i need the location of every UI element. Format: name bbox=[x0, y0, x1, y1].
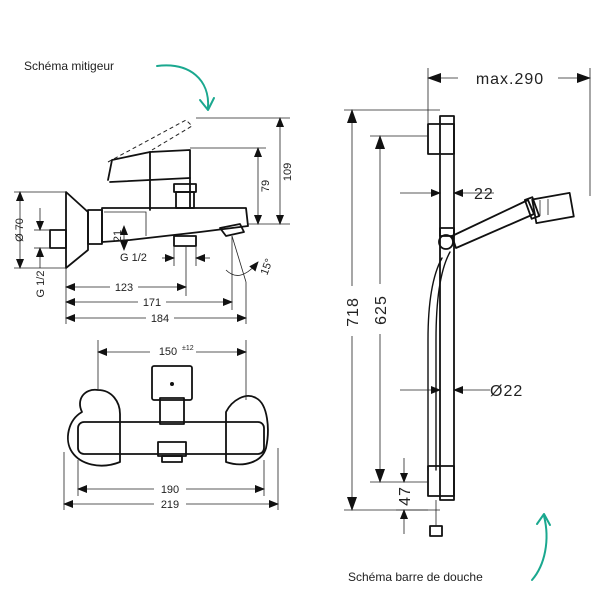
dim-123: 123 bbox=[115, 282, 133, 294]
dim-171: 171 bbox=[143, 297, 161, 309]
dim-g12-left: G 1/2 bbox=[35, 271, 47, 298]
dim-15deg: 15° bbox=[259, 257, 276, 277]
teal-arrow-icon bbox=[156, 64, 215, 111]
caption-shower-bar: Schéma barre de douche bbox=[348, 570, 483, 584]
dim-g12-spout: G 1/2 bbox=[120, 252, 147, 264]
dim-d22: Ø22 bbox=[490, 383, 523, 400]
shower-bar-view: max.290 22 718 625 Ø22 47 bbox=[343, 68, 591, 537]
dim-21: 21 bbox=[112, 230, 124, 242]
caption-mixer: Schéma mitigeur bbox=[24, 59, 114, 73]
dim-184: 184 bbox=[151, 313, 169, 325]
dim-718: 718 bbox=[345, 297, 362, 327]
dim-150-tolerance: ±12 bbox=[182, 345, 194, 352]
mixer-front-view: 150 ±12 190 219 bbox=[63, 340, 279, 511]
dim-625: 625 bbox=[373, 295, 390, 325]
dim-79: 79 bbox=[260, 180, 272, 192]
mixer-side-view: 109 79 Ø 70 G 1/2 21 G 1/2 15° bbox=[14, 117, 294, 325]
dim-22-top: 22 bbox=[474, 186, 494, 203]
dim-150: 150 bbox=[159, 346, 177, 358]
teal-arrow-icon bbox=[531, 513, 551, 581]
dim-190: 190 bbox=[161, 484, 179, 496]
dim-max290: max.290 bbox=[476, 71, 544, 88]
dim-d70: Ø 70 bbox=[14, 218, 26, 242]
dim-47: 47 bbox=[397, 486, 414, 506]
dim-109: 109 bbox=[282, 163, 294, 181]
dim-219: 219 bbox=[161, 499, 179, 511]
